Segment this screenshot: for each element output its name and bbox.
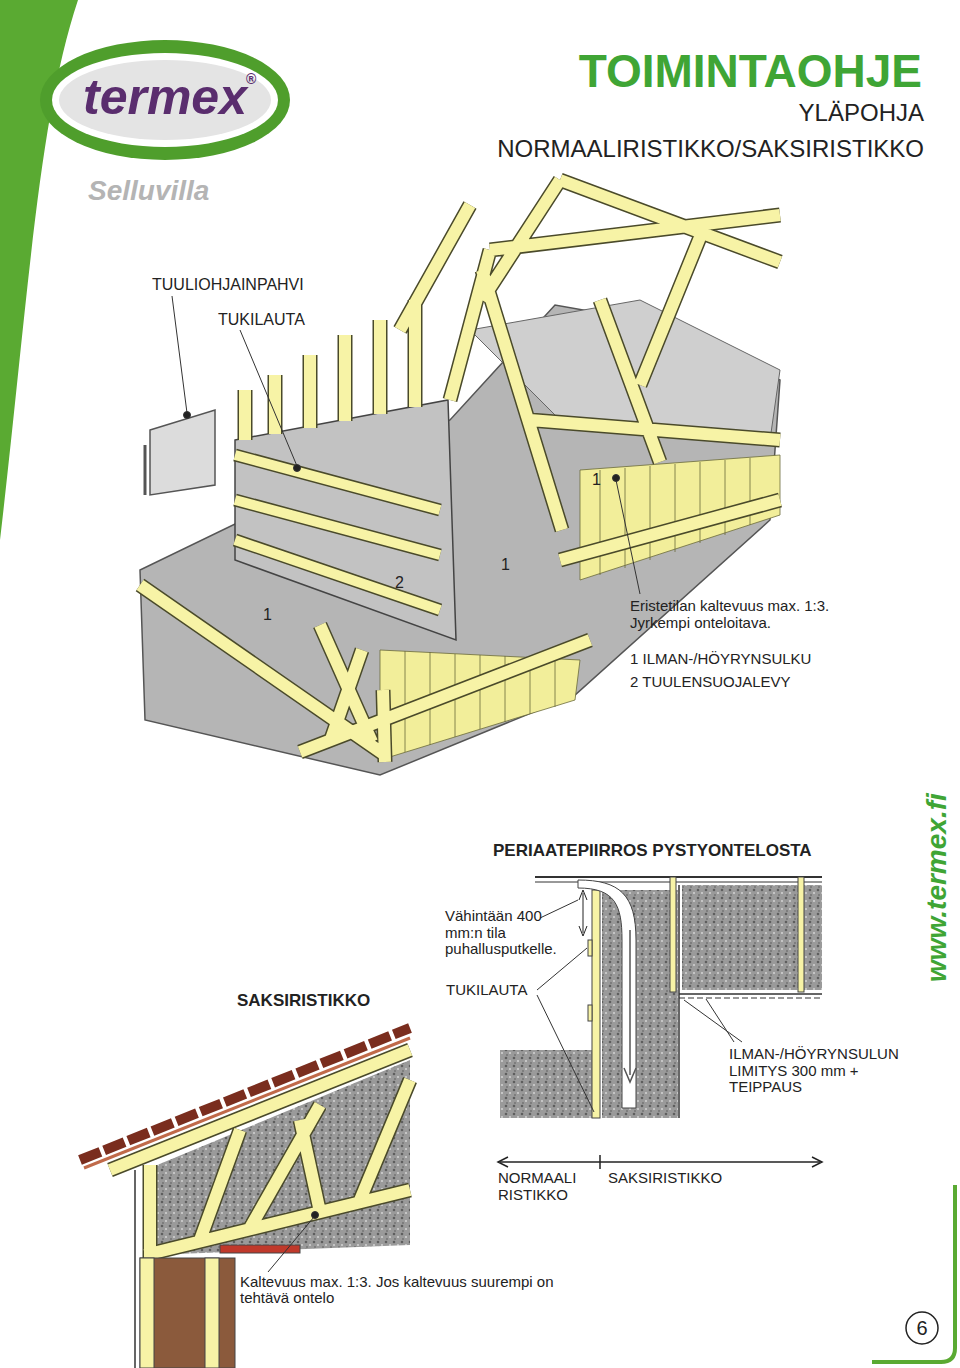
callout-number: 1 [592, 471, 601, 489]
legend-text: 2 TUULENSUOJALEVY [630, 674, 791, 691]
note: Kaltevuus max. 1:3. Jos kaltevuus suurem… [240, 1274, 560, 1306]
page-number-circle [906, 1312, 938, 1344]
logo [40, 40, 290, 160]
legend-text: 1 ILMAN-/HÖYRYNSULKU [630, 651, 811, 668]
section-heading: SAKSIRISTIKKO [237, 992, 370, 1011]
note: Vähintään 400 mm:n tila puhallusputkelle… [445, 908, 580, 958]
scissor-truss-illustration [80, 1028, 410, 1368]
note: Eristetilan kaltevuus max. 1:3. Jyrkempi… [630, 598, 830, 631]
callout-number: 2 [395, 574, 404, 592]
zone-label: NORMAALI RISTIKKO [498, 1170, 593, 1203]
part-label: TUULIOHJAINPAHVI [152, 276, 304, 294]
section-heading: PERIAATEPIIRROS PYSTYONTELOSTA [493, 842, 812, 861]
logo-subtitle: Selluvilla [88, 176, 209, 207]
note: ILMAN-/HÖYRYNSULUN LIMITYS 300 mm + TEIP… [729, 1046, 929, 1096]
subtitle: YLÄPOHJA [799, 100, 924, 126]
vertical-cavity-detail [498, 877, 822, 1169]
website: www.termex.fi [922, 793, 953, 982]
part-label: TUKILAUTA [218, 311, 305, 329]
logo-text: termex [60, 70, 270, 125]
part-label: TUKILAUTA [446, 982, 527, 999]
green-frame [872, 1185, 955, 1362]
callout-number: 1 [501, 556, 510, 574]
page-title: TOIMINTAOHJE [579, 46, 922, 97]
callout-number: 1 [263, 606, 272, 624]
page-number: 6 [912, 1317, 932, 1339]
zone-label: SAKSIRISTIKKO [608, 1170, 722, 1187]
subtitle: NORMAALIRISTIKKO/SAKSIRISTIKKO [497, 136, 924, 162]
logo-mark: ® [246, 72, 256, 87]
